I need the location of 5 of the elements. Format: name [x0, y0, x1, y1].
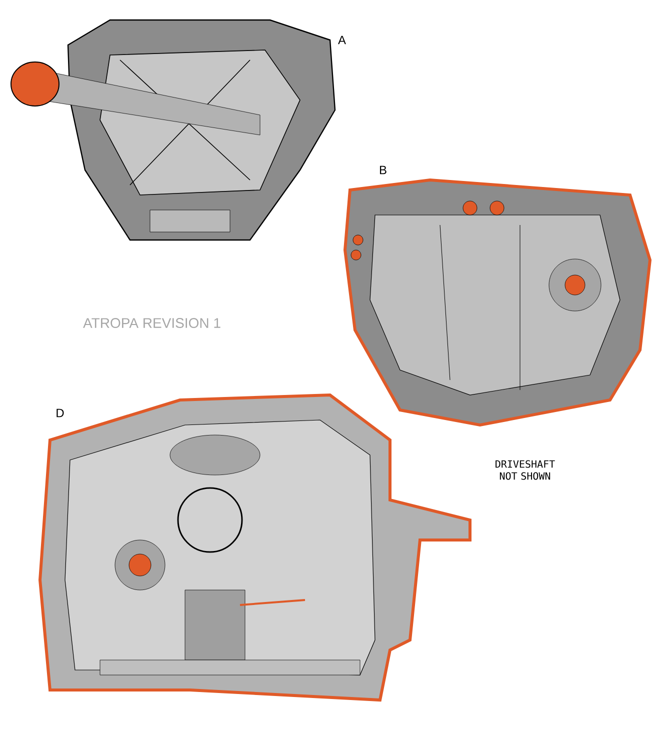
title-text: ATROPA REVISION 1: [83, 318, 220, 328]
note: DRIVESHAFT NOT SHOWN: [496, 460, 555, 480]
drawing-letter: B: [380, 166, 386, 174]
drawing-letter: A: [338, 36, 346, 44]
drawing-letter: D: [56, 408, 64, 418]
